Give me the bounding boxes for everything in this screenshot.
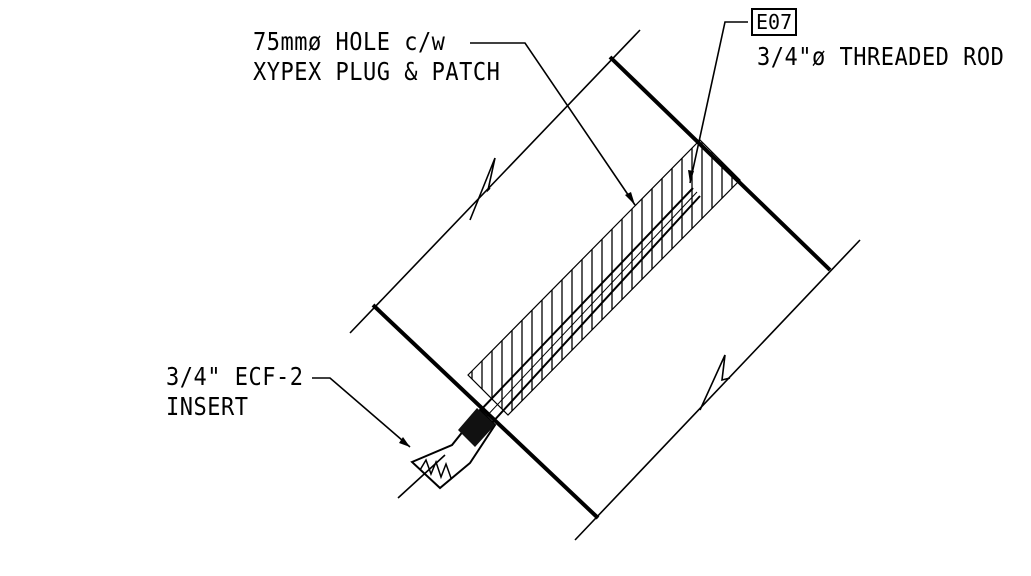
detail-tag: E07 — [751, 8, 798, 36]
hatch-band-upper — [467, 139, 741, 416]
slab-break-left — [397, 454, 446, 499]
insert-callout-line1: 3/4" ECF-2 — [166, 363, 304, 392]
hole-callout-line2: XYPEX PLUG & PATCH — [253, 58, 501, 87]
leader-hole-arrow — [625, 192, 635, 205]
insert-knurl — [458, 408, 495, 447]
break-symbol-upper — [469, 157, 496, 221]
slab-edge-upper — [349, 29, 641, 334]
insert-callout-line2: INSERT — [166, 393, 249, 422]
rod-center — [482, 191, 698, 421]
rod-callout: 3/4"ø THREADED ROD — [757, 43, 1005, 72]
break-symbol-lower — [699, 354, 731, 411]
slab-face-left — [371, 303, 600, 520]
leaders — [312, 21, 748, 448]
ecf-insert — [397, 408, 497, 499]
rod-edge-b — [489, 195, 701, 426]
leader-hole — [470, 42, 636, 206]
insert-spring — [419, 458, 452, 480]
leader-insert — [312, 377, 411, 448]
threaded-rod — [475, 187, 701, 426]
leader-insert-arrow — [399, 437, 410, 447]
hole-callout-line1: 75mmø HOLE c/w — [253, 28, 446, 57]
hole-hatching — [467, 139, 741, 416]
rod-edge-a — [475, 187, 694, 416]
slab-edge-lower — [574, 239, 861, 541]
leader-rod-arrow — [688, 170, 694, 183]
leader-rod — [689, 21, 748, 184]
